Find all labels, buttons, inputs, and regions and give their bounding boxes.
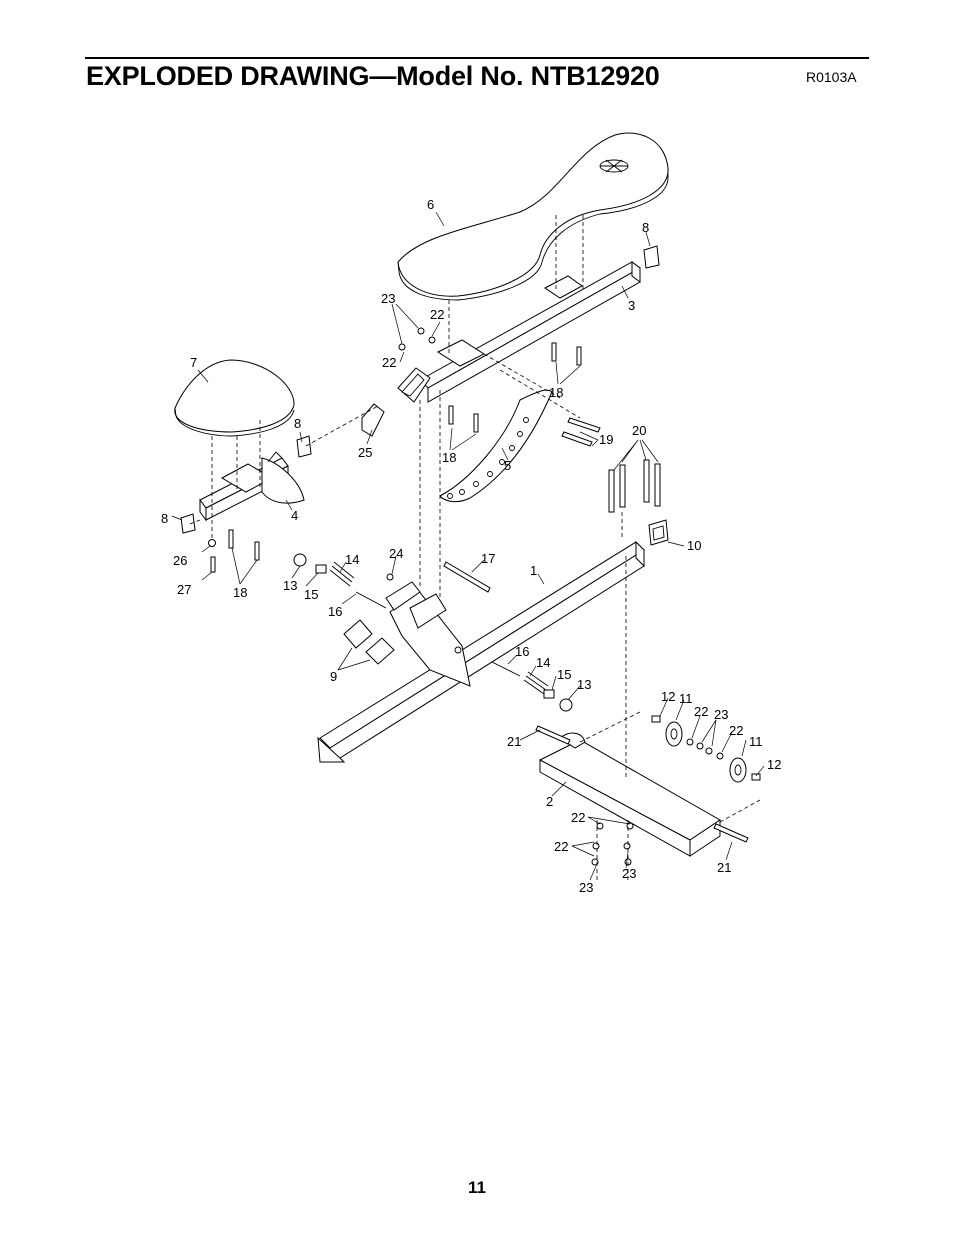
callout-label: 14 [536, 655, 550, 670]
part-19-bolts [561, 417, 601, 447]
part-17-pin [443, 561, 491, 593]
part-18-bolts [210, 342, 582, 573]
callout-label: 23 [714, 707, 728, 722]
part-7-leg-pad [174, 359, 295, 437]
drawing-code: R0103A [806, 69, 857, 85]
callout-label: 1 [530, 563, 537, 578]
callout-label: 23 [381, 291, 395, 306]
callout-label: 18 [442, 450, 456, 465]
page-number: 11 [468, 1178, 486, 1197]
callout-label: 12 [661, 689, 675, 704]
callout-label: 20 [632, 423, 646, 438]
callout-label: 18 [549, 385, 563, 400]
callout-label: 2 [546, 794, 553, 809]
callout-label: 10 [687, 538, 701, 553]
part-2-rear-stabilizer [538, 732, 721, 857]
part-3-seat-frame [397, 261, 641, 403]
alignment-lines [189, 215, 761, 880]
callout-label: 22 [554, 839, 568, 854]
callout-label: 22 [694, 704, 708, 719]
callout-label: 21 [717, 860, 731, 875]
part-20-bolts [608, 459, 661, 513]
callout-label: 18 [233, 585, 247, 600]
part-11-wheel [665, 721, 683, 747]
part-12-axle [651, 715, 761, 781]
callout-label: 4 [291, 508, 298, 523]
callout-label: 8 [642, 220, 649, 235]
part-21-bolt [535, 725, 571, 745]
callout-label: 15 [557, 667, 571, 682]
callout-label: 3 [628, 298, 635, 313]
callout-label: 22 [430, 307, 444, 322]
callout-label: 24 [389, 546, 403, 561]
callout-label: 23 [579, 880, 593, 895]
callout-label: 6 [427, 197, 434, 212]
leader-lines [171, 211, 765, 881]
callout-label: 22 [382, 355, 396, 370]
part-8-end-cap [643, 245, 660, 269]
callout-label: 14 [345, 552, 359, 567]
callout-label: 8 [161, 511, 168, 526]
callout-label: 11 [679, 691, 693, 706]
page-title: EXPLODED DRAWING—Model No. NTB12920 [86, 61, 660, 91]
part-10-end-cap [648, 519, 669, 546]
part-9-roller [365, 637, 395, 665]
callout-label: 16 [515, 644, 529, 659]
callout-labels: 6 8 3 23 22 22 7 18 8 25 18 19 20 5 4 8 … [161, 197, 781, 895]
callout-label: 22 [571, 810, 585, 825]
callout-label: 11 [749, 734, 763, 749]
callout-label: 13 [283, 578, 297, 593]
callout-label: 15 [304, 587, 318, 602]
part-11-wheel [729, 757, 747, 783]
part-5-adjustment-plate [439, 389, 553, 503]
part-8-end-cap [296, 435, 312, 458]
callout-label: 17 [481, 551, 495, 566]
part-8-end-cap [180, 513, 196, 534]
callout-label: 21 [507, 734, 521, 749]
callout-label: 7 [190, 355, 197, 370]
callout-label: 12 [767, 757, 781, 772]
callout-label: 19 [599, 432, 613, 447]
callout-label: 5 [504, 458, 511, 473]
callout-label: 9 [330, 669, 337, 684]
callout-label: 27 [177, 582, 191, 597]
part-6-seat-pad [397, 132, 669, 301]
spring-pin-left [293, 553, 387, 609]
part-9-roller [343, 619, 373, 649]
part-21-bolt [713, 823, 749, 843]
part-4-leg-frame [199, 451, 305, 522]
part-1-main-frame [317, 540, 645, 763]
callout-label: 16 [328, 604, 342, 619]
callout-label: 13 [577, 677, 591, 692]
callout-label: 23 [622, 866, 636, 881]
spring-pin-right [491, 661, 573, 712]
callout-label: 26 [173, 553, 187, 568]
callout-label: 25 [358, 445, 372, 460]
part-25-bracket [361, 403, 385, 437]
header-rule [85, 57, 869, 59]
callout-label: 22 [729, 723, 743, 738]
callout-label: 8 [294, 416, 301, 431]
